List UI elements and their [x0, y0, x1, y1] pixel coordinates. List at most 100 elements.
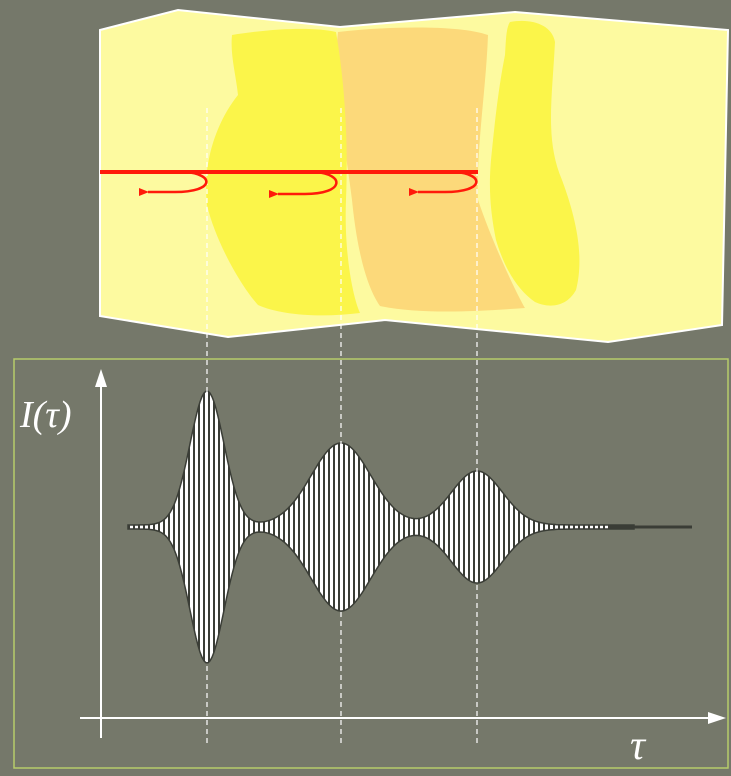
fringe-stripe [523, 391, 525, 663]
fringe-stripe [228, 391, 230, 663]
fringe-stripe [568, 391, 570, 663]
fringe-stripe [373, 391, 375, 663]
fringe-stripe [403, 391, 405, 663]
fringe-stripe [548, 391, 550, 663]
fringe-stripe [538, 391, 540, 663]
y-axis-label: I(τ) [20, 394, 72, 436]
fringe-stripe [383, 391, 385, 663]
fringe-stripe [388, 391, 390, 663]
curved-left-arrow-icon [269, 170, 338, 198]
fringe-stripe [473, 391, 475, 663]
fringe-stripe [188, 391, 190, 663]
fringe-stripe [223, 391, 225, 663]
fringe-stripe [518, 391, 520, 663]
fringe-stripe [498, 391, 500, 663]
fringe-stripe [233, 391, 235, 663]
signal-envelope-outline [127, 390, 635, 664]
fringe-stripe [593, 391, 595, 663]
fringe-stripe [563, 391, 565, 663]
fringe-stripe [433, 391, 435, 663]
x-axis-arrow [708, 712, 726, 724]
fringe-stripe [343, 391, 345, 663]
fringe-stripe [308, 391, 310, 663]
y-axis-arrow [95, 369, 107, 387]
fringe-stripe [358, 391, 360, 663]
fringe-stripe [248, 391, 250, 663]
fringe-stripe [303, 391, 305, 663]
fringe-stripe [148, 391, 150, 663]
fringe-stripe [393, 391, 395, 663]
fringe-stripe [363, 391, 365, 663]
fringe-stripe [253, 391, 255, 663]
fringe-stripe [583, 391, 585, 663]
fringe-stripe [138, 391, 140, 663]
fringe-stripe [423, 391, 425, 663]
fringe-stripe [293, 391, 295, 663]
fringe-stripe [163, 391, 165, 663]
fringe-stripe [413, 391, 415, 663]
tissue-layer-right [489, 20, 580, 306]
axes [80, 369, 726, 738]
fringe-stripe [168, 391, 170, 663]
fringe-stripe [478, 391, 480, 663]
fringe-stripe [443, 391, 445, 663]
depth-guides [206, 108, 478, 745]
fringe-stripe [133, 391, 135, 663]
fringe-stripe [528, 391, 530, 663]
fringe-stripe [268, 391, 270, 663]
fringe-stripe [458, 391, 460, 663]
fringe-stripe [553, 391, 555, 663]
fringe-stripe [368, 391, 370, 663]
fringe-stripes [128, 391, 634, 663]
fringe-stripe [183, 391, 185, 663]
fringe-stripe [143, 391, 145, 663]
fringe-stripe [208, 391, 210, 663]
fringe-stripe [603, 391, 605, 663]
fringe-stripe [318, 391, 320, 663]
tissue-sample [99, 8, 730, 344]
fringe-stripe [608, 391, 610, 663]
fringe-stripe [283, 391, 285, 663]
fringe-stripe [503, 391, 505, 663]
fringe-stripe [448, 391, 450, 663]
fringe-stripe [418, 391, 420, 663]
fringe-stripe [198, 391, 200, 663]
fringe-stripe [193, 391, 195, 663]
fringe-stripe [598, 391, 600, 663]
fringe-stripe [428, 391, 430, 663]
tissue-layer-middle [336, 27, 525, 312]
fringe-stripe [218, 391, 220, 663]
fringe-stripe [288, 391, 290, 663]
fringe-stripe [453, 391, 455, 663]
fringe-stripe [348, 391, 350, 663]
fringe-stripe [258, 391, 260, 663]
fringe-stripe [213, 391, 215, 663]
fringe-stripe [128, 391, 130, 663]
fringe-stripe [483, 391, 485, 663]
fringe-stripe [543, 391, 545, 663]
fringe-stripe [153, 391, 155, 663]
fringe-stripe [313, 391, 315, 663]
curved-left-arrow-icon [139, 170, 208, 196]
fringe-stripe [588, 391, 590, 663]
fringe-stripe [468, 391, 470, 663]
fringe-stripe [158, 391, 160, 663]
fringe-stripe [378, 391, 380, 663]
fringe-stripe [243, 391, 245, 663]
fringe-stripe [323, 391, 325, 663]
fringe-stripe [278, 391, 280, 663]
fringe-stripe [398, 391, 400, 663]
curved-left-arrow-icon [409, 170, 478, 196]
fringe-stripe [558, 391, 560, 663]
fringe-stripe [353, 391, 355, 663]
fringe-stripe [488, 391, 490, 663]
fringe-stripe [173, 391, 175, 663]
fringe-stripe [273, 391, 275, 663]
fringe-stripe [573, 391, 575, 663]
fringe-stripe [408, 391, 410, 663]
fringe-stripe [508, 391, 510, 663]
fringe-stripe [178, 391, 180, 663]
fringe-stripe [298, 391, 300, 663]
